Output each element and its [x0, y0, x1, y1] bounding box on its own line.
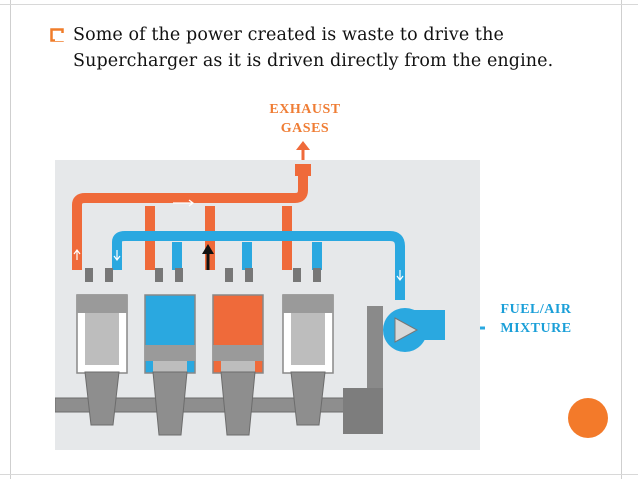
supercharged-engine-diagram [55, 160, 480, 450]
supercharger [343, 306, 445, 434]
hollow-square-bullet-icon [50, 28, 66, 45]
cylinder-1 [76, 268, 128, 374]
bullet-text: Some of the power created is waste to dr… [73, 25, 554, 71]
intake-manifold [112, 231, 405, 300]
crankshaft [55, 371, 376, 436]
frame-line-bottom [0, 474, 638, 475]
black-flow-arrow-icon [202, 244, 214, 270]
frame-line-top [0, 4, 638, 5]
frame-line-left [10, 0, 11, 479]
frame-line-right [621, 0, 622, 479]
cylinder-4 [282, 268, 334, 374]
flow-arrows [73, 199, 404, 281]
exhaust-stack [295, 164, 311, 176]
cylinder-3 [212, 268, 264, 374]
fuel-air-mixture-label: FUEL/AIR MIXTURE [500, 302, 572, 336]
decorative-orange-circle [568, 398, 608, 438]
exhaust-gases-label: EXHAUST GASES [269, 102, 341, 136]
